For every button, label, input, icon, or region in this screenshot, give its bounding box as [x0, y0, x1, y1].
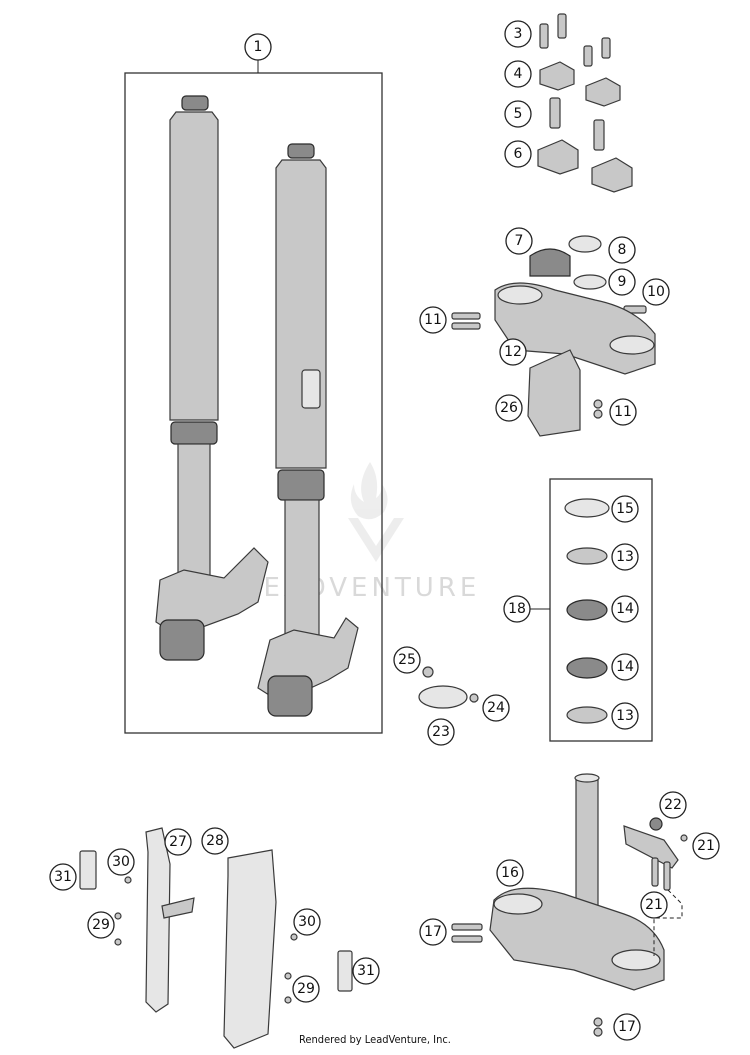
svg-text:17: 17 [618, 1019, 636, 1035]
svg-text:15: 15 [616, 501, 634, 517]
svg-text:6: 6 [514, 146, 523, 162]
svg-text:10: 10 [647, 284, 665, 300]
svg-text:24: 24 [487, 700, 505, 716]
callout-14a: 14 [611, 595, 639, 623]
footer-credit: Rendered by LeadVenture, Inc. [299, 1033, 451, 1046]
callout-1: 1 [244, 33, 272, 61]
callout-31a: 31 [49, 863, 77, 891]
clamp-ring [418, 666, 479, 709]
svg-text:29: 29 [297, 981, 315, 997]
callout-31b: 31 [352, 957, 380, 985]
svg-text:25: 25 [398, 652, 416, 668]
svg-text:23: 23 [432, 724, 450, 740]
fork-assembly-frame [124, 72, 383, 734]
svg-text:28: 28 [206, 833, 224, 849]
svg-text:3: 3 [514, 26, 523, 42]
callout-13a: 13 [611, 543, 639, 571]
svg-text:27: 27 [169, 834, 187, 850]
svg-text:5: 5 [514, 106, 523, 122]
callout-22: 22 [659, 791, 687, 819]
callout-29b: 29 [292, 975, 320, 1003]
svg-text:17: 17 [424, 924, 442, 940]
svg-text:30: 30 [298, 914, 316, 930]
callout-8: 8 [608, 236, 636, 264]
callout-9: 9 [608, 268, 636, 296]
callout-23: 23 [427, 718, 455, 746]
fork-guards [79, 827, 353, 1049]
svg-text:21: 21 [645, 897, 663, 913]
callout-11b: 11 [609, 398, 637, 426]
svg-text:11: 11 [614, 404, 632, 420]
callout-25: 25 [393, 646, 421, 674]
svg-text:30: 30 [112, 854, 130, 870]
callout-7: 7 [505, 227, 533, 255]
callout-26: 26 [495, 394, 523, 422]
callout-29a: 29 [87, 911, 115, 939]
callout-24: 24 [482, 694, 510, 722]
svg-text:8: 8 [618, 242, 627, 258]
callout-11a: 11 [419, 306, 447, 334]
right-fork-leg [257, 143, 359, 717]
callout-15: 15 [611, 495, 639, 523]
callout-6: 6 [504, 140, 532, 168]
svg-text:13: 13 [616, 708, 634, 724]
svg-text:12: 12 [504, 344, 522, 360]
callout-27: 27 [164, 828, 192, 856]
svg-text:22: 22 [664, 797, 682, 813]
svg-text:14: 14 [616, 601, 634, 617]
svg-text:21: 21 [697, 838, 715, 854]
pinch-bolts [451, 312, 603, 419]
svg-text:1: 1 [254, 39, 263, 55]
svg-text:18: 18 [508, 601, 526, 617]
callout-4: 4 [504, 60, 532, 88]
bearing-set-frame [549, 478, 653, 742]
svg-text:31: 31 [357, 963, 375, 979]
callout-17b: 17 [613, 1013, 641, 1041]
steering-bearings [564, 498, 610, 724]
watermark-logo [348, 462, 404, 562]
svg-text:26: 26 [500, 400, 518, 416]
watermark-text: LEADVENTURE [245, 573, 480, 603]
upper-triple-clamp [494, 235, 656, 437]
svg-text:9: 9 [618, 274, 627, 290]
svg-text:13: 13 [616, 549, 634, 565]
callout-13b: 13 [611, 702, 639, 730]
svg-text:31: 31 [54, 869, 72, 885]
callout-21b: 21 [640, 891, 668, 919]
callout-18: 18 [503, 595, 531, 623]
callout-12: 12 [499, 338, 527, 366]
svg-text:4: 4 [514, 66, 523, 82]
callout-3: 3 [504, 20, 532, 48]
clamp-hardware [537, 13, 633, 193]
svg-text:7: 7 [515, 233, 524, 249]
callout-5: 5 [504, 100, 532, 128]
svg-text:29: 29 [92, 917, 110, 933]
left-fork-leg [155, 95, 269, 661]
callout-17a: 17 [419, 918, 447, 946]
callout-14b: 14 [611, 653, 639, 681]
callout-28: 28 [201, 827, 229, 855]
callout-16: 16 [496, 859, 524, 887]
lower-triple-clamp [451, 773, 688, 1037]
callout-21a: 21 [692, 832, 720, 860]
callout-30b: 30 [293, 908, 321, 936]
svg-text:16: 16 [501, 865, 519, 881]
callout-10: 10 [642, 278, 670, 306]
svg-text:11: 11 [424, 312, 442, 328]
svg-text:14: 14 [616, 659, 634, 675]
callout-30a: 30 [107, 848, 135, 876]
